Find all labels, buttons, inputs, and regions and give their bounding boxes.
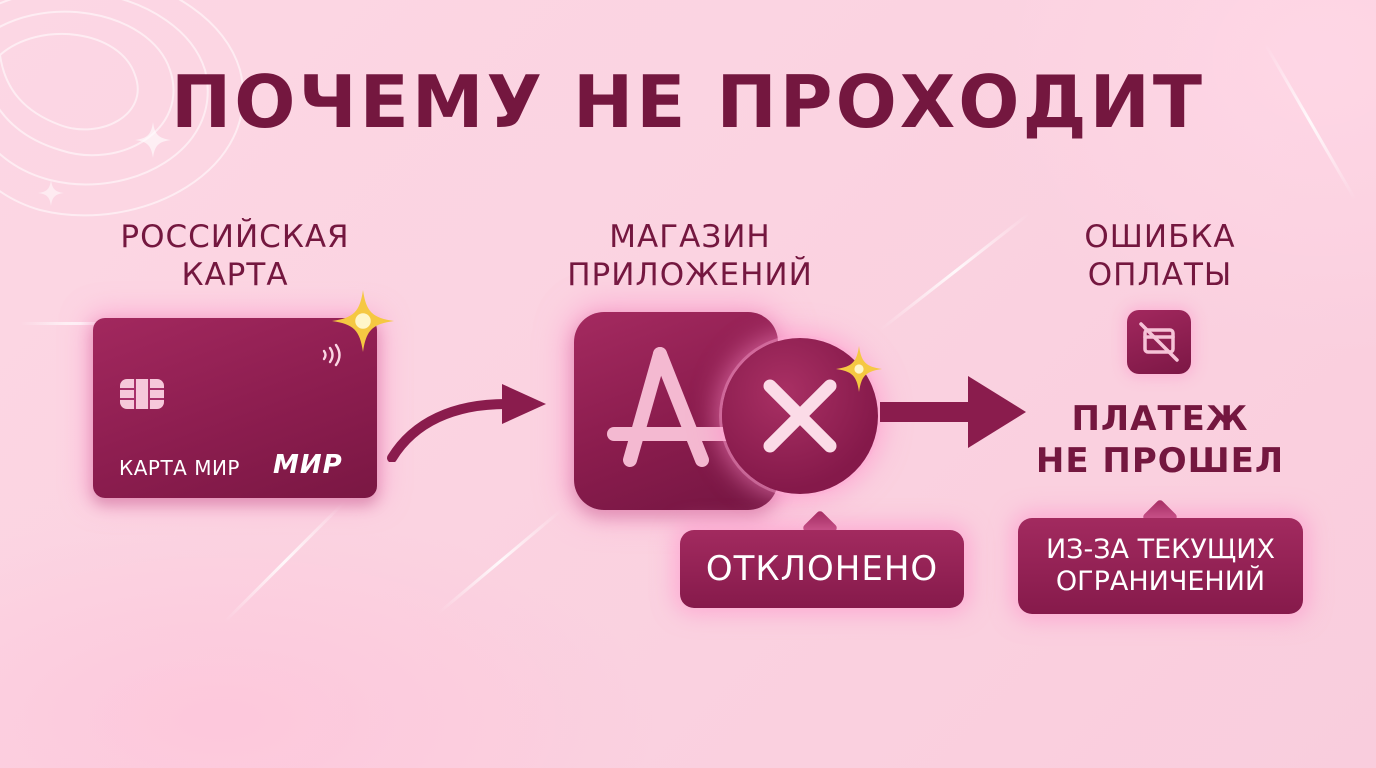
arrow-right-icon	[387, 384, 546, 462]
payment-failed-text: ПЛАТЕЖ НЕ ПРОШЕЛ	[1035, 399, 1285, 481]
card-name: КАРТА МИР	[119, 456, 240, 480]
bank-card: КАРТА МИР МИР	[93, 318, 377, 498]
card-blocked-icon	[1127, 310, 1191, 374]
status-badge-rejected: ОТКЛОНЕНО	[680, 530, 964, 608]
step-label-error: ОШИБКА ОПЛАТЫ	[1084, 219, 1236, 293]
step-label-store: МАГАЗИН ПРИЛОЖЕНИЙ	[567, 219, 813, 293]
reason-badge: ИЗ-ЗА ТЕКУЩИХ ОГРАНИЧЕНИЙ	[1018, 518, 1303, 614]
contactless-icon	[322, 343, 341, 367]
light-streak	[223, 500, 347, 623]
step-label-card: РОССИЙСКАЯ КАРТА	[120, 219, 350, 293]
page-title: ПОЧЕМУ НЕ ПРОХОДИТ	[170, 60, 1205, 144]
arrow-right-icon	[880, 376, 1026, 448]
sparkle-icon	[836, 346, 882, 392]
decorative-contour-lines	[0, 0, 245, 217]
light-streak	[879, 211, 1031, 332]
sparkle-icon	[38, 180, 64, 206]
sparkle-icon	[135, 122, 171, 158]
light-streak	[437, 508, 563, 615]
sparkle-icon	[332, 290, 394, 352]
card-brand-logo: МИР	[273, 450, 343, 480]
light-streak	[20, 322, 140, 325]
chip-icon	[120, 379, 164, 409]
